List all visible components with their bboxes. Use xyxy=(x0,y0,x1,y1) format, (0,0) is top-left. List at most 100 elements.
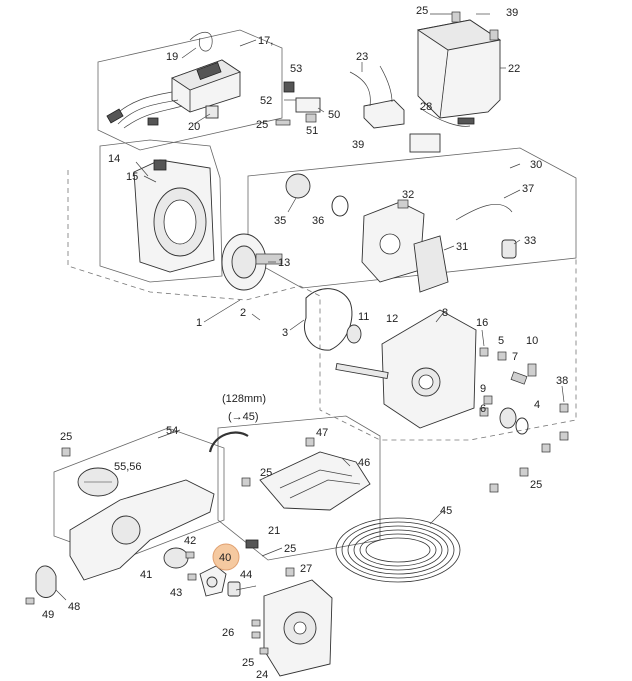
label-1: 1 xyxy=(196,317,202,329)
screw-43 xyxy=(187,573,197,581)
label-25-bottom: 25 xyxy=(242,657,254,669)
label-47: 47 xyxy=(316,427,328,439)
label-20: 20 xyxy=(188,121,200,133)
screw-6 xyxy=(479,407,489,417)
cylinder-block xyxy=(361,201,449,293)
label-45: 45 xyxy=(440,505,452,517)
label-5: 5 xyxy=(498,335,504,347)
screw-9 xyxy=(483,395,493,405)
seal-4 xyxy=(499,407,517,429)
carburetor-40 xyxy=(199,565,227,597)
frame-main-dashed xyxy=(67,170,577,441)
label-4: 4 xyxy=(534,399,540,411)
label-44: 44 xyxy=(240,569,252,581)
hose-128mm xyxy=(208,431,249,453)
label-11: 11 xyxy=(358,311,369,323)
screw-38c xyxy=(541,443,551,453)
switch-block-50 xyxy=(283,81,321,123)
highlight-marker-40 xyxy=(212,543,240,571)
screw-25-right xyxy=(519,467,529,477)
pin-7 xyxy=(510,371,528,385)
wire-harness-19 xyxy=(189,31,213,52)
label-25-top: 25 xyxy=(416,5,428,17)
label-28: 28 xyxy=(420,101,432,113)
frame-electronics-group xyxy=(97,29,283,151)
clip-28b xyxy=(457,117,475,125)
label-17: 17, xyxy=(258,35,273,47)
cover-55-56 xyxy=(77,467,119,497)
label-51: 51 xyxy=(306,125,318,137)
screw-42 xyxy=(185,551,195,559)
label-46: 46 xyxy=(358,457,370,469)
label-30: 30 xyxy=(530,159,542,171)
hose-note-line1: (128mm) xyxy=(222,393,266,405)
label-21: 21 xyxy=(268,525,280,537)
label-31: 31 xyxy=(456,241,468,253)
label-55-56: 55,56 xyxy=(114,461,142,473)
label-43: 43 xyxy=(170,587,182,599)
label-26: 26 xyxy=(222,627,234,639)
fuel-line-37 xyxy=(455,203,513,221)
label-49: 49 xyxy=(42,609,54,621)
label-2: 2 xyxy=(240,307,246,319)
part-labels: 17, 19 20 25 39 22 23 28 53 52 50 51 25 … xyxy=(42,5,568,681)
screw-25-right2 xyxy=(489,483,499,493)
starter-housing-24 xyxy=(263,579,333,677)
control-module xyxy=(171,59,241,113)
label-54: 54 xyxy=(166,425,178,437)
spring-10 xyxy=(527,363,537,377)
label-24: 24 xyxy=(256,669,268,681)
cover-plate-48 xyxy=(35,565,57,598)
label-10: 10 xyxy=(526,335,538,347)
air-filter-44 xyxy=(227,581,241,597)
engine-housing-14 xyxy=(133,159,215,273)
filter-33 xyxy=(501,239,517,259)
label-15: 15 xyxy=(126,171,138,183)
label-36: 36 xyxy=(312,215,324,227)
label-14: 14 xyxy=(108,153,120,165)
screw-49 xyxy=(25,597,35,605)
label-16: 16 xyxy=(476,317,488,329)
screw-5 xyxy=(497,351,507,361)
frame-engine-housing-group xyxy=(99,139,223,283)
leader-lines xyxy=(55,13,565,601)
label-13: 13 xyxy=(278,257,290,269)
screw-25-mid xyxy=(241,477,251,487)
label-19: 19 xyxy=(166,51,178,63)
label-53: 53 xyxy=(290,63,302,75)
screw-26b xyxy=(251,631,261,639)
circlip-4 xyxy=(515,417,529,435)
label-33: 33 xyxy=(524,235,536,247)
flywheel-13 xyxy=(221,233,283,291)
throttle-switch-23 xyxy=(349,65,405,129)
screw-38a xyxy=(559,403,569,413)
label-48: 48 xyxy=(68,601,80,613)
label-25-carb: 25 xyxy=(284,543,296,555)
hose-28 xyxy=(419,107,471,127)
label-23: 23 xyxy=(356,51,368,63)
label-39-top: 39 xyxy=(506,7,518,19)
sealing-cord-45 xyxy=(335,517,461,583)
screw-16 xyxy=(479,347,489,357)
screw-27 xyxy=(285,567,295,577)
screw-38b xyxy=(559,431,569,441)
label-9: 9 xyxy=(480,383,486,395)
label-37: 37 xyxy=(522,183,534,195)
screw-47 xyxy=(305,437,315,447)
wire-bundle xyxy=(106,91,183,129)
frame-lower-housing-group xyxy=(53,427,225,561)
label-25-sw: 25 xyxy=(256,119,268,131)
seal-11 xyxy=(346,324,362,344)
o-ring-36 xyxy=(331,195,349,217)
label-41: 41 xyxy=(140,569,152,581)
label-25-mid: 25 xyxy=(260,467,272,479)
screw-25-top-left xyxy=(275,119,291,126)
label-3: 3 xyxy=(282,327,288,339)
label-40: 40 xyxy=(219,552,231,564)
screw-25-left xyxy=(61,447,71,457)
label-38: 38 xyxy=(556,375,568,387)
bearing-35 xyxy=(285,173,311,199)
hose-note-line2: (→45) xyxy=(228,411,259,423)
grommet-20 xyxy=(205,105,219,119)
